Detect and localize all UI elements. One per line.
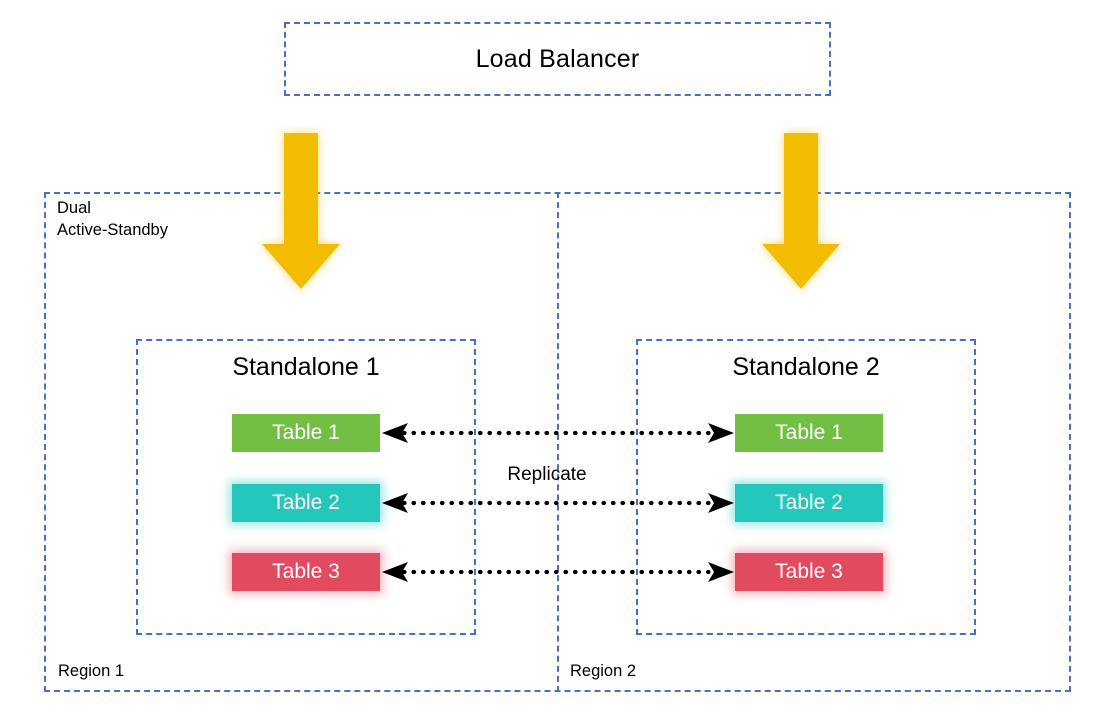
replicate-label: Replicate <box>507 464 587 485</box>
standalone-2-table-2[interactable]: Table 2 <box>735 484 883 522</box>
dual-active-standby-label: Dual Active-Standby <box>57 199 168 239</box>
table-label: Table 2 <box>272 491 340 514</box>
standalone-1-table-3[interactable]: Table 3 <box>232 553 380 591</box>
standalone-1-title: Standalone 1 <box>232 353 380 381</box>
region-1-label: Region 1 <box>58 662 125 680</box>
region-divider <box>557 192 559 692</box>
standalone-2-table-3[interactable]: Table 3 <box>735 553 883 591</box>
standalone-2-box <box>636 339 976 635</box>
load-balancer-label: Load Balancer <box>475 44 640 73</box>
table-label: Table 1 <box>272 421 340 444</box>
table-label: Table 3 <box>775 560 843 583</box>
standalone-1-box <box>136 339 476 635</box>
load-balancer-box: Load Balancer <box>284 22 831 96</box>
region-2-label: Region 2 <box>570 662 637 680</box>
table-label: Table 3 <box>272 560 340 583</box>
standalone-1-table-1[interactable]: Table 1 <box>232 414 380 452</box>
standalone-2-table-1[interactable]: Table 1 <box>735 414 883 452</box>
table-label: Table 1 <box>775 421 843 444</box>
table-label: Table 2 <box>775 491 843 514</box>
standalone-2-title: Standalone 2 <box>732 353 880 381</box>
standalone-1-table-2[interactable]: Table 2 <box>232 484 380 522</box>
